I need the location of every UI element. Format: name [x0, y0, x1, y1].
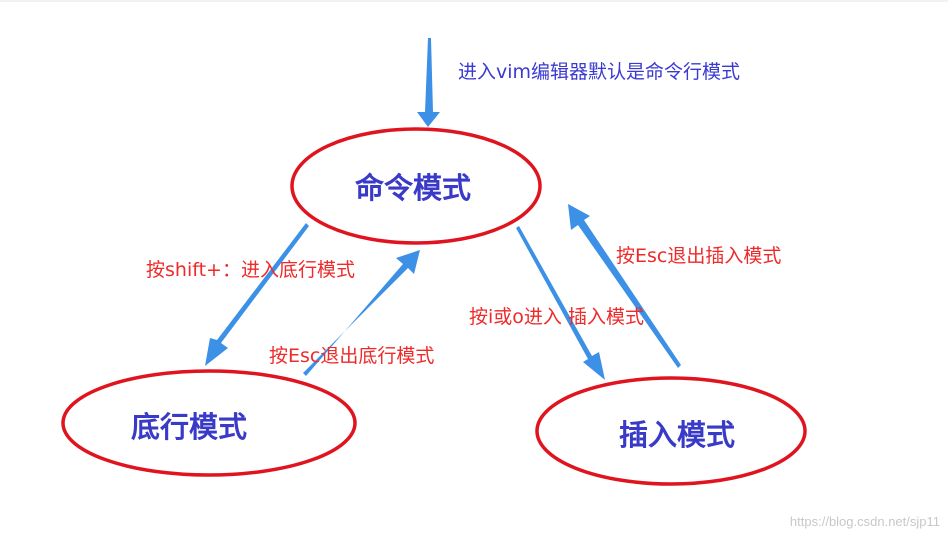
command-mode-label: 命令模式: [355, 171, 471, 205]
insert-mode-label: 插入模式: [619, 418, 735, 452]
exit-insert-label: 按Esc退出插入模式: [616, 245, 781, 267]
arrow-lastline-to-command: [303, 250, 420, 376]
watermark: https://blog.csdn.net/sjp11: [789, 514, 940, 529]
insert-mode-ellipse: [535, 376, 807, 486]
exit-lastline-label: 按Esc退出底行模式: [269, 345, 434, 367]
command-mode-ellipse: [290, 127, 542, 245]
entry-arrow: [417, 38, 440, 127]
lastline-mode-label: 底行模式: [131, 410, 247, 444]
to-insert-label: 按i或o进入 插入模式: [469, 306, 644, 328]
arrows: [205, 38, 681, 380]
intro-label: 进入vim编辑器默认是命令行模式: [458, 61, 740, 83]
arrow-insert-to-command: [568, 204, 681, 368]
to-lastline-label: 按shift+：进入底行模式: [146, 259, 355, 281]
lastline-mode-ellipse: [61, 369, 357, 477]
arrow-command-to-insert: [516, 226, 605, 380]
arrow-command-to-lastline: [205, 223, 309, 366]
